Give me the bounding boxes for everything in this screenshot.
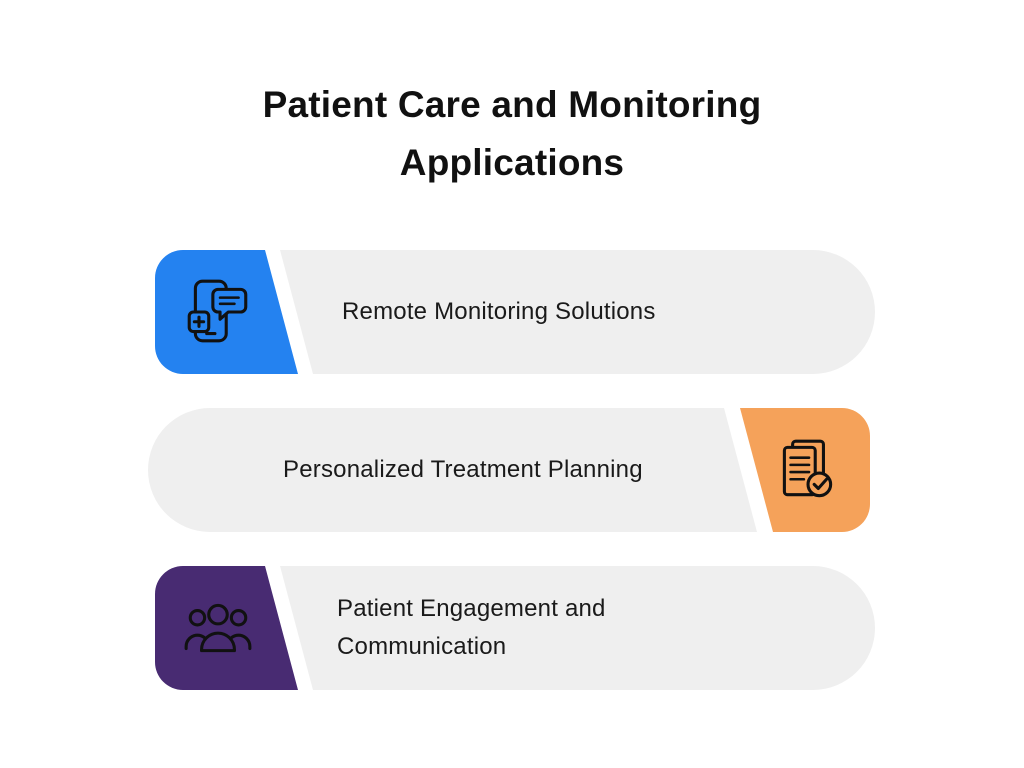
item-card-remote-monitoring: Remote Monitoring Solutions xyxy=(155,250,875,374)
item-label: Patient Engagement and Communication xyxy=(337,595,606,660)
group-people-icon xyxy=(181,591,255,665)
item-pill xyxy=(148,408,828,532)
page-title-line1: Patient Care and Monitoring xyxy=(262,84,762,125)
page-title: Patient Care and Monitoring Applications xyxy=(0,76,1024,192)
item-card-patient-engagement: Patient Engagement and Communication xyxy=(155,566,875,690)
document-check-icon xyxy=(770,433,844,507)
item-card-treatment-planning: Personalized Treatment Planning xyxy=(148,408,870,532)
phone-chat-icon xyxy=(181,275,255,349)
item-label: Remote Monitoring Solutions xyxy=(342,298,656,326)
page-title-line2: Applications xyxy=(399,142,625,183)
item-label: Personalized Treatment Planning xyxy=(283,456,643,484)
